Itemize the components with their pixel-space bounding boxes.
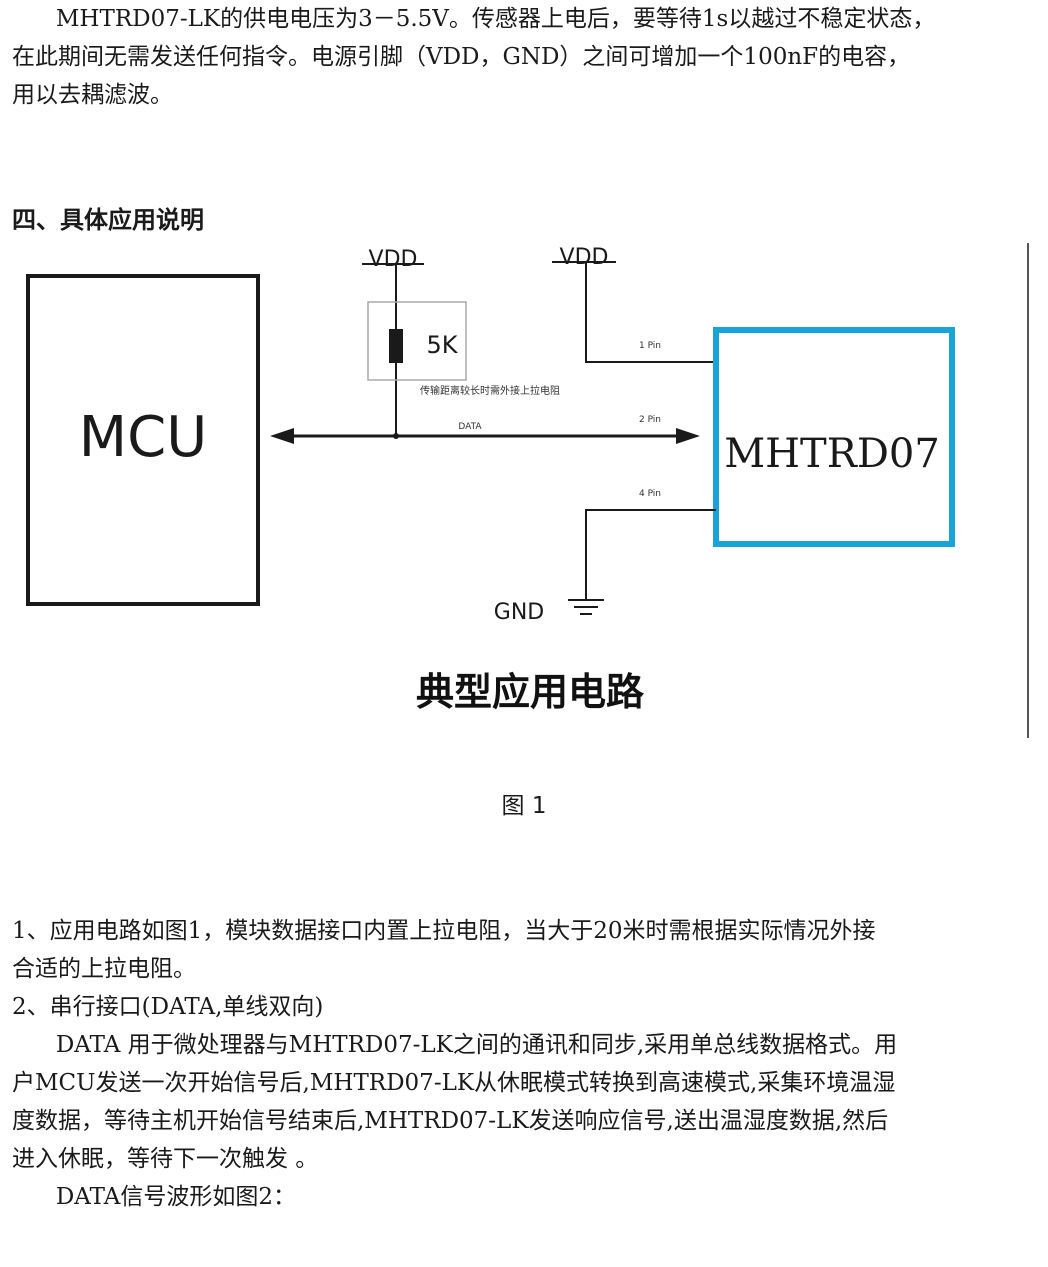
section-heading: 四、具体应用说明 [12,206,204,234]
intro-paragraph: MHTRD07-LK的供电电压为3－5.5V。传感器上电后，要等待1s以越过不稳… [12,0,1046,114]
paragraph-line-3: 度数据，等待主机开始信号结束后,MHTRD07-LK发送响应信号,送出温湿度数据… [12,1108,889,1134]
sensor-box [713,327,955,547]
paragraph-line-1: DATA 用于微处理器与MHTRD07-LK之间的通讯和同步,采用单总线数据格式… [12,1032,898,1058]
sensor-label: MHTRD07 [724,431,940,477]
paragraph-line-5: DATA信号波形如图2： [12,1184,296,1210]
body-text: 1、应用电路如图1，模块数据接口内置上拉电阻，当大于20米时需根据实际情况外接 … [12,912,1046,1216]
figure-caption: 图 1 [501,793,547,819]
pin4-label: 4 Pin [639,489,661,499]
data-bus-arrow-right [676,428,700,444]
pin2-label: 2 Pin [639,415,661,425]
pullup-note: 传输距离较长时需外接上拉电阻 [420,384,560,397]
mcu-box [26,274,260,606]
data-label: DATA [458,422,482,432]
vdd-right-label: VDD [560,245,609,270]
resistor-frame [367,301,467,381]
paragraph-line-4: 进入休眠，等待下一次触发 。 [12,1146,319,1172]
resistor-value: 5K [426,331,458,359]
figure-title: 典型应用电路 [416,670,645,714]
item2-title: 2、串行接口(DATA,单线双向) [12,994,324,1020]
application-circuit-figure: MCU VDD 5K 传输距离较长时需外接上拉电阻 DATA 2 Pin VDD… [26,243,1029,738]
mcu-label: MCU [79,405,207,470]
paragraph-line-2: 户MCU发送一次开始信号后,MHTRD07-LK从休眠模式转换到高速模式,采集环… [12,1070,896,1096]
item1-line-2: 合适的上拉电阻。 [12,956,196,982]
intro-line-3: 用以去耦滤波。 [12,82,173,108]
data-bus-arrow-left [270,428,294,444]
pin4-wire [585,509,716,600]
intro-line-1: MHTRD07-LK的供电电压为3－5.5V。传感器上电后，要等待1s以越过不稳… [12,6,936,32]
pin1-wire [585,262,716,363]
gnd-label: GND [494,600,544,625]
item1-line-1: 1、应用电路如图1，模块数据接口内置上拉电阻，当大于20米时需根据实际情况外接 [12,918,876,944]
vdd-left-label: VDD [369,247,418,272]
intro-line-2: 在此期间无需发送任何指令。电源引脚（VDD，GND）之间可增加一个100nF的电… [12,44,911,70]
pin1-label: 1 Pin [639,341,661,351]
resistor-symbol [389,329,403,363]
junction-dot [393,433,399,439]
